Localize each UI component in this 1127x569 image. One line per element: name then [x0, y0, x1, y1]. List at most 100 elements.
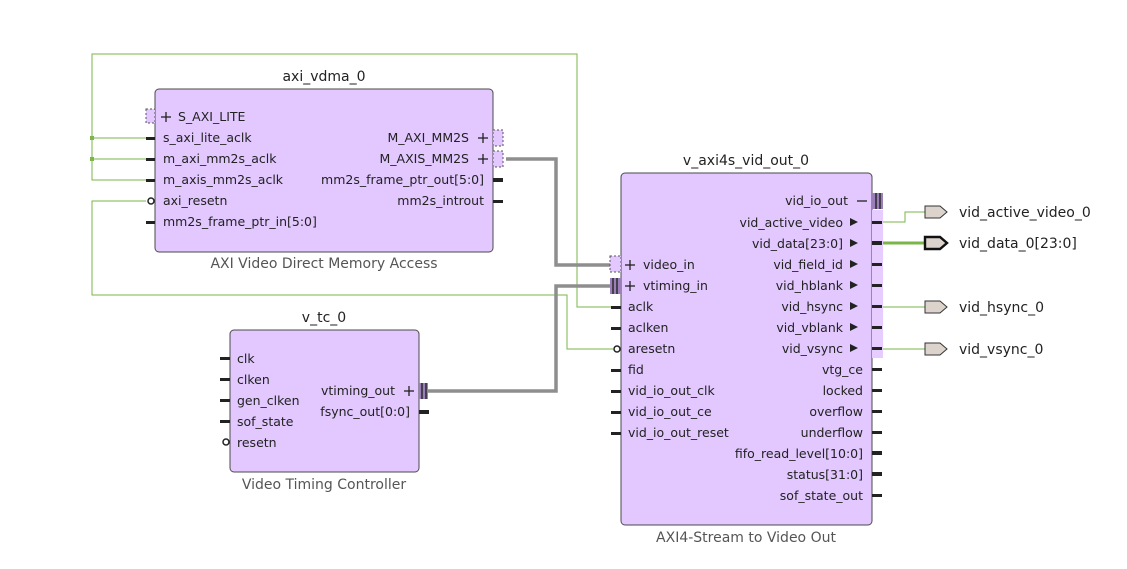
ext-port-vid-data[interactable]: vid_data_0[23:0]	[923, 235, 1077, 252]
pin-stub[interactable]	[872, 347, 882, 350]
output-port-icon[interactable]	[924, 342, 948, 356]
pin-label: vid_field_id	[773, 257, 843, 272]
output-arrow-icon	[850, 239, 858, 247]
pin-stub[interactable]	[872, 305, 882, 308]
pin-label: fsync_out[0:0]	[320, 404, 410, 419]
pin-label: resetn	[237, 435, 277, 450]
vid-active-video-wire[interactable]	[881, 211, 925, 223]
pin-label: clk	[237, 351, 255, 366]
ext-port-label: vid_data_0[23:0]	[959, 236, 1077, 252]
pin-label: M_AXIS_MM2S	[380, 151, 470, 166]
pin-stub[interactable]	[872, 368, 882, 371]
pin-stub[interactable]	[146, 137, 155, 140]
ext-port-label: vid_hsync_0	[959, 300, 1044, 316]
output-arrow-icon	[850, 218, 858, 226]
pin-stub[interactable]	[146, 179, 155, 182]
pin-label: vid_active_video	[740, 215, 843, 230]
pin-stub[interactable]	[611, 432, 621, 435]
bus-pin-stub[interactable]	[872, 451, 882, 455]
output-arrow-icon	[850, 260, 858, 268]
external-ports: vid_active_video_0 vid_data_0[23:0] vid_…	[923, 205, 1091, 358]
output-bus-port-icon[interactable]	[923, 235, 949, 251]
bus-pin-stub[interactable]	[872, 241, 882, 245]
pin-stub[interactable]	[872, 494, 882, 497]
vtiming-bus-wire[interactable]	[428, 284, 610, 393]
v-axi4s-vid-out-block[interactable]: v_axi4s_vid_out_0 AXI4-Stream to Video O…	[609, 153, 883, 546]
junction-dot	[90, 157, 94, 161]
pin-label: m_axi_mm2s_aclk	[163, 151, 277, 166]
pin-label: aclken	[628, 320, 668, 335]
v-tc-block[interactable]: v_tc_0 Video Timing Controller clk clken…	[220, 310, 429, 493]
pin-stub[interactable]	[872, 410, 882, 413]
bus-pin-stub[interactable]	[493, 178, 503, 182]
active-low-reset-pin-icon[interactable]	[222, 438, 230, 446]
pin-label: vid_hblank	[776, 278, 844, 293]
clock-net-wire[interactable]	[91, 53, 613, 308]
pin-label: underflow	[801, 425, 863, 440]
s-axi-lite-bus-pin-icon[interactable]	[145, 108, 156, 124]
pin-label: vid_hsync	[781, 299, 843, 314]
pin-stub[interactable]	[872, 326, 882, 329]
pin-stub[interactable]	[146, 158, 155, 161]
axi-vdma-block[interactable]: axi_vdma_0 AXI Video Direct Memory Acces…	[145, 69, 504, 272]
pin-label: vid_io_out_reset	[628, 425, 729, 440]
pin-stub[interactable]	[611, 390, 621, 393]
axis-bus-wire[interactable]	[506, 157, 610, 267]
pin-stub[interactable]	[146, 221, 155, 224]
pin-label: aresetn	[628, 341, 675, 356]
pin-stub[interactable]	[872, 263, 882, 266]
active-low-reset-pin-icon[interactable]	[147, 197, 155, 205]
pin-stub[interactable]	[220, 420, 230, 423]
wires	[90, 53, 925, 393]
clock-net-branch-axis[interactable]	[91, 138, 149, 181]
pin-stub[interactable]	[872, 431, 882, 434]
vtiming-out-bus-pin-icon[interactable]	[419, 383, 428, 399]
pin-stub[interactable]	[493, 200, 503, 203]
pin-stub[interactable]	[611, 306, 621, 309]
reset-net-wire[interactable]	[91, 200, 613, 350]
output-arrow-icon	[850, 323, 858, 331]
pin-label: vtiming_out	[321, 383, 395, 398]
vid-io-out-bus-pin-icon[interactable]	[872, 193, 883, 209]
ext-port-label: vid_active_video_0	[959, 205, 1091, 221]
pin-label: locked	[823, 383, 863, 398]
m-axis-mm2s-bus-pin-icon[interactable]	[492, 150, 504, 168]
v-axi4s-instance-name: v_axi4s_vid_out_0	[683, 153, 809, 169]
pin-label: aclk	[628, 299, 654, 314]
bus-pin-stub[interactable]	[419, 410, 429, 414]
pin-stub[interactable]	[220, 378, 230, 381]
pin-label: vid_vblank	[776, 320, 843, 335]
pin-stub[interactable]	[611, 369, 621, 372]
ext-port-vid-vsync[interactable]: vid_vsync_0	[924, 342, 1043, 358]
active-low-reset-pin-icon[interactable]	[613, 345, 621, 353]
axi-vdma-subtitle: AXI Video Direct Memory Access	[210, 256, 437, 272]
vtiming-in-bus-pin-icon[interactable]	[610, 278, 621, 294]
ext-port-vid-hsync[interactable]: vid_hsync_0	[924, 300, 1044, 316]
pin-stub[interactable]	[220, 399, 230, 402]
pin-stub[interactable]	[611, 327, 621, 330]
pin-label: S_AXI_LITE	[178, 109, 246, 124]
axi-vdma-body[interactable]	[154, 88, 494, 253]
output-port-icon[interactable]	[924, 300, 948, 314]
ext-port-vid-active-video[interactable]: vid_active_video_0	[924, 205, 1091, 221]
pin-label: s_axi_lite_aclk	[163, 130, 252, 145]
pin-stub[interactable]	[872, 221, 882, 224]
pin-label: m_axis_mm2s_aclk	[163, 172, 284, 187]
bus-pin-stub[interactable]	[872, 472, 882, 476]
ext-port-label: vid_vsync_0	[959, 342, 1043, 358]
v-tc-subtitle: Video Timing Controller	[242, 477, 407, 493]
pin-stub[interactable]	[220, 357, 230, 360]
pin-label: mm2s_introut	[397, 193, 484, 208]
m-axi-mm2s-bus-pin-icon[interactable]	[492, 129, 504, 147]
pin-stub[interactable]	[872, 389, 882, 392]
pin-label: gen_clken	[237, 393, 300, 408]
pin-stub[interactable]	[611, 411, 621, 414]
video-in-bus-pin-icon[interactable]	[609, 255, 622, 273]
output-arrow-icon	[850, 302, 858, 310]
pin-label: vid_io_out_clk	[628, 383, 715, 398]
pin-stub[interactable]	[872, 284, 882, 287]
output-port-icon[interactable]	[924, 205, 948, 219]
pin-label: clken	[237, 372, 270, 387]
output-arrow-icon	[850, 344, 858, 352]
